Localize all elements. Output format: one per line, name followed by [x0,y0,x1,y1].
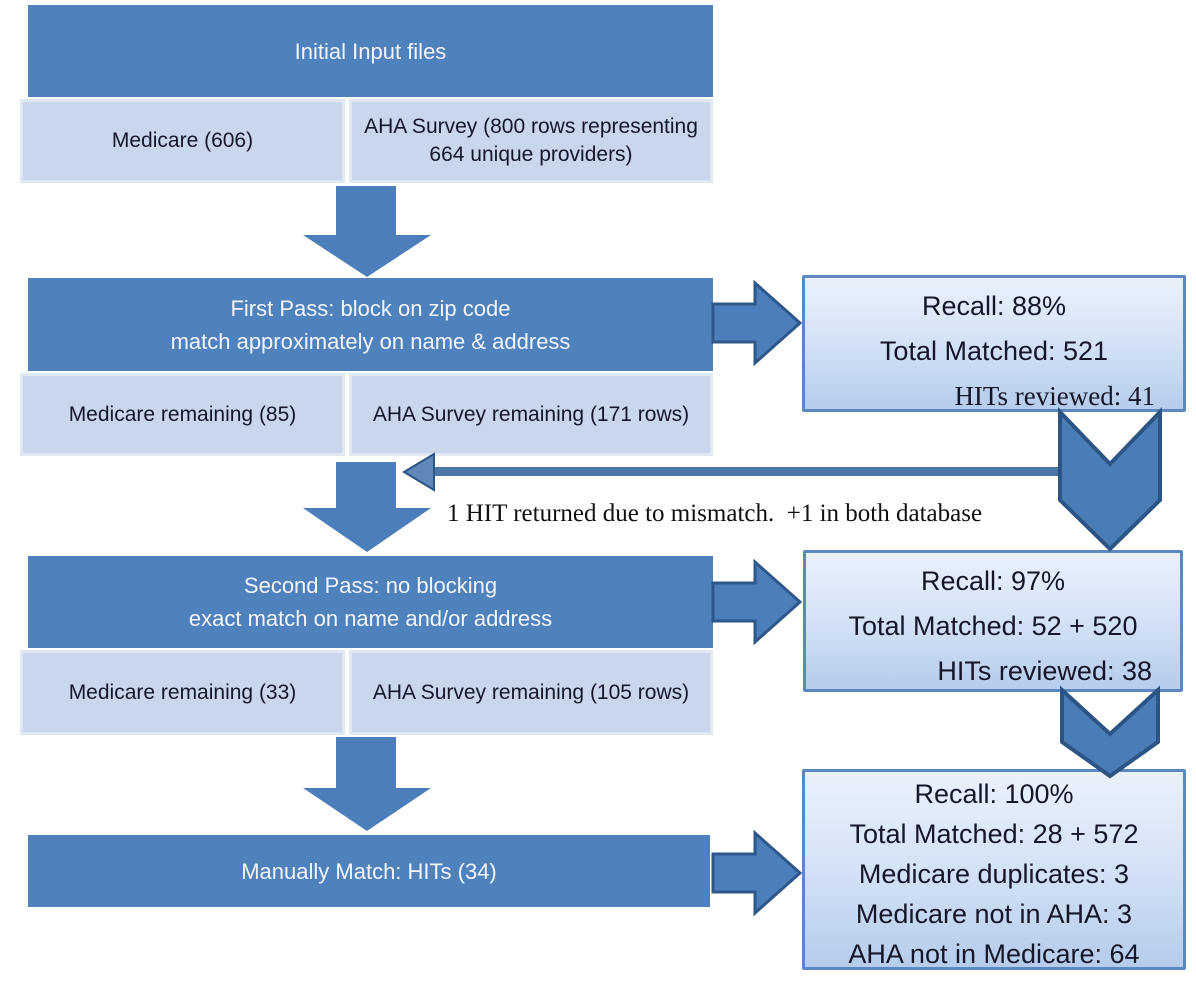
cell-label: Medicare remaining (85) [68,402,297,426]
stage-header-manual-match: Manually Match: HITs (34) [28,835,710,907]
down-arrow-1-icon [303,186,431,277]
result-line-hits-reviewed: HITs reviewed: 41 [954,381,1155,411]
cell-medicare-remaining-second: Medicare remaining (33) [20,650,345,735]
chevron-down-2-icon [1060,685,1160,779]
result-line-recall: Recall: 88% [921,291,1067,321]
stage-title-line1: First Pass: block on zip code [230,295,511,321]
right-arrow-3-icon [711,829,803,917]
cell-aha-remaining-first: AHA Survey remaining (171 rows) [349,373,713,456]
result-line-hits-reviewed: HITs reviewed: 38 [937,656,1152,686]
stage-title-line1: Second Pass: no blocking [243,573,498,598]
result-line-recall: Recall: 100% [914,779,1074,809]
stage-header-first-pass: First Pass: block on zip code match appr… [28,278,713,371]
return-arrowhead-left-icon [402,452,435,492]
return-annotation: 1 HIT returned due to mismatch. +1 in bo… [447,500,983,527]
cell-medicare-remaining-first: Medicare remaining (85) [20,373,345,456]
cell-label: AHA Survey remaining (105 rows) [372,680,690,704]
stage-title: Initial Input files [294,38,447,64]
cell-aha-initial: AHA Survey (800 rows representing 664 un… [349,99,713,183]
result-box-first-pass: Recall: 88% Total Matched: 521 HITs revi… [802,275,1186,412]
result-line-total-matched: Total Matched: 28 + 572 [849,819,1139,849]
right-arrow-2-icon [711,558,803,646]
stage-header-second-pass: Second Pass: no blocking exact match on … [28,556,713,648]
stage-title-line2: match approximately on name & address [170,328,571,354]
cell-label: Medicare (606) [111,129,254,152]
result-line-total-matched: Total Matched: 521 [879,336,1109,366]
result-line-recall: Recall: 97% [920,566,1066,596]
result-line-total-matched: Total Matched: 52 + 520 [848,611,1138,641]
chevron-down-1-icon [1058,407,1162,552]
stage-title: Manually Match: HITs (34) [241,858,497,884]
cell-label: Medicare remaining (33) [68,680,297,704]
result-line-medicare-not-in-aha: Medicare not in AHA: 3 [855,899,1133,929]
result-line-aha-not-in-medicare: AHA not in Medicare: 64 [848,939,1140,969]
cell-label: AHA Survey (800 rows representing 664 un… [364,115,698,166]
stage-title-line2: exact match on name and/or address [188,606,553,631]
down-arrow-3-icon [303,737,431,831]
cell-label: AHA Survey remaining (171 rows) [372,402,690,426]
result-box-manual-match: Recall: 100% Total Matched: 28 + 572 Med… [802,769,1186,970]
down-arrow-2-icon [303,462,431,552]
result-box-second-pass: Recall: 97% Total Matched: 52 + 520 HITs… [803,550,1183,692]
result-line-medicare-duplicates: Medicare duplicates: 3 [858,859,1130,889]
return-line [430,467,1062,476]
cell-aha-remaining-second: AHA Survey remaining (105 rows) [349,650,713,735]
right-arrow-1-icon [711,279,803,367]
cell-medicare-initial: Medicare (606) [20,99,345,183]
stage-header-initial-input: Initial Input files [28,5,713,97]
